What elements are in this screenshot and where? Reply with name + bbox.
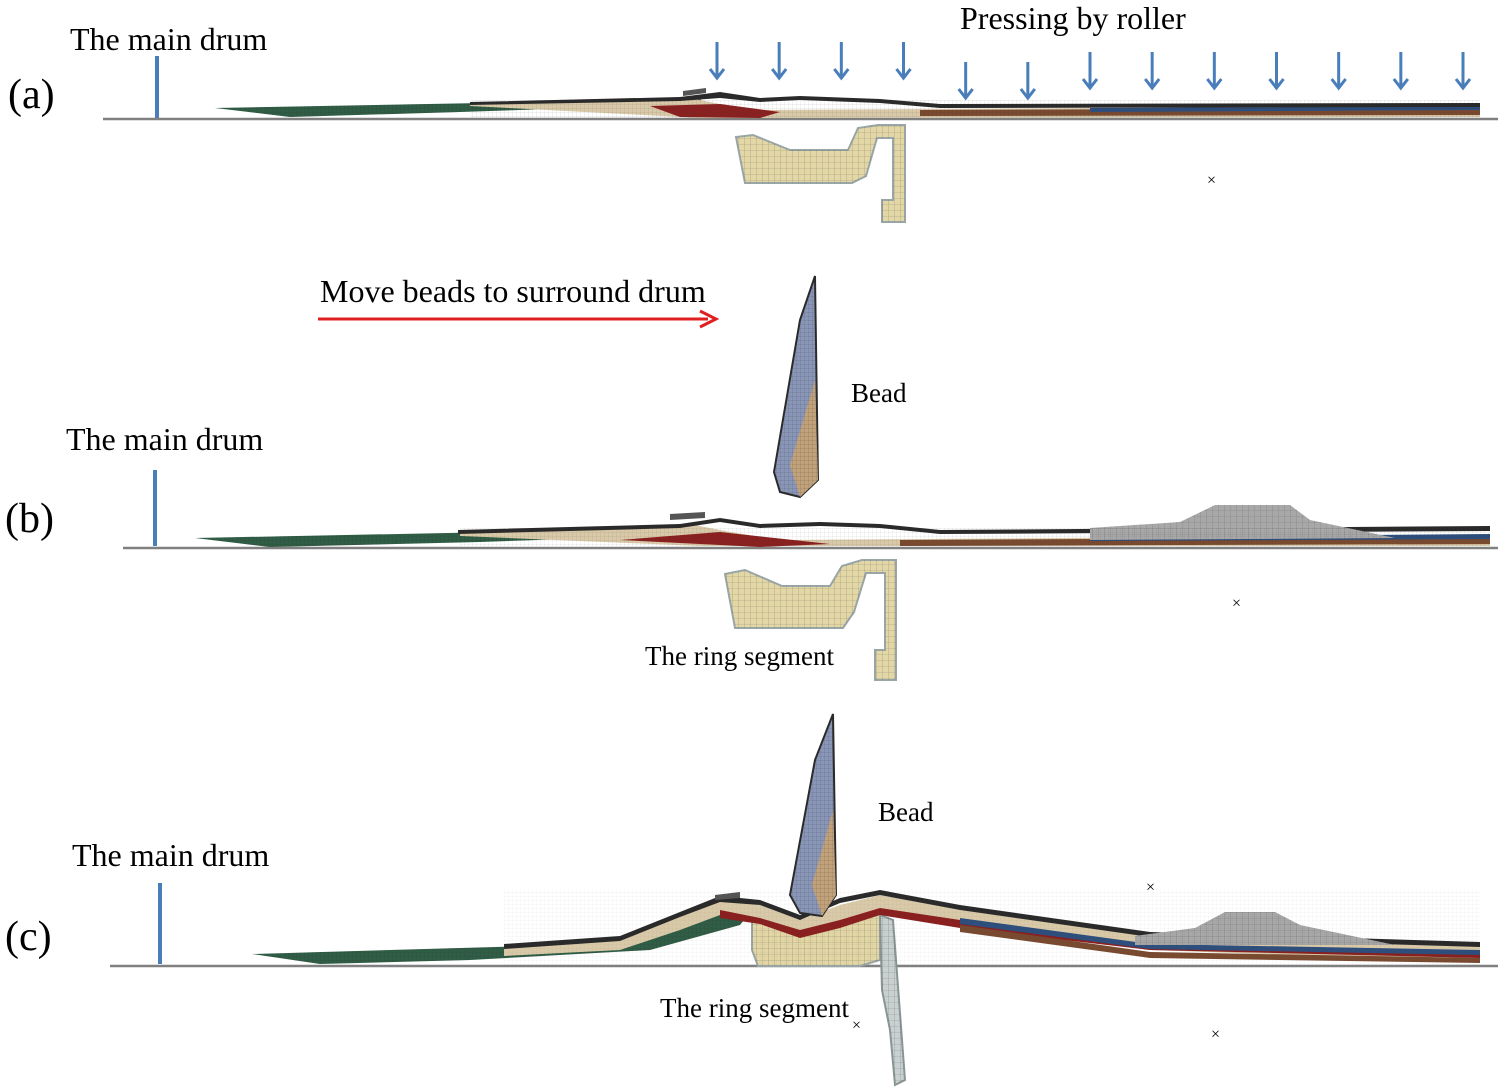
roller-arrow-head (833, 68, 850, 81)
bead-label: Bead (878, 797, 934, 827)
roller-arrows (708, 42, 1472, 101)
node-marker: × (1207, 172, 1216, 189)
roller-arrow-head (1392, 78, 1410, 91)
roller-arrow-head (1081, 78, 1099, 91)
roller-arrow-head (895, 68, 912, 81)
roller-arrow-head (770, 68, 788, 81)
panel-a: (a) The main drum Pressing by roller × (8, 0, 1498, 223)
drum-label: The main drum (66, 421, 263, 457)
panel-c: (c) The main drum The ring segment Bead … (5, 713, 1498, 1087)
bead-label: Bead (851, 378, 907, 408)
roller-arrow-head (1454, 78, 1472, 91)
node-marker: × (1232, 595, 1241, 612)
roller-arrow-head (957, 88, 974, 101)
panel-b: Move beads to surround drum (b) The main… (5, 273, 1498, 681)
drum-label: The main drum (70, 21, 267, 57)
move-arrow-head (699, 309, 720, 329)
roller-arrow-head (708, 68, 726, 81)
ring-label: The ring segment (660, 993, 849, 1023)
drum-label: The main drum (72, 837, 269, 873)
move-label: Move beads to surround drum (320, 273, 706, 309)
panel-label: (b) (5, 496, 54, 542)
node-marker: × (1211, 1026, 1220, 1043)
roller-label: Pressing by roller (960, 0, 1186, 36)
node-marker: × (1146, 879, 1155, 896)
roller-arrow-head (1143, 78, 1161, 91)
roller-arrow-head (1330, 78, 1347, 91)
roller-arrow-head (1268, 78, 1285, 91)
roller-arrow-head (1019, 88, 1037, 101)
panel-label: (c) (5, 914, 52, 960)
panel-label: (a) (8, 72, 55, 118)
node-marker: × (852, 1017, 861, 1034)
ring-label: The ring segment (645, 641, 834, 671)
roller-arrow-head (1206, 78, 1223, 91)
